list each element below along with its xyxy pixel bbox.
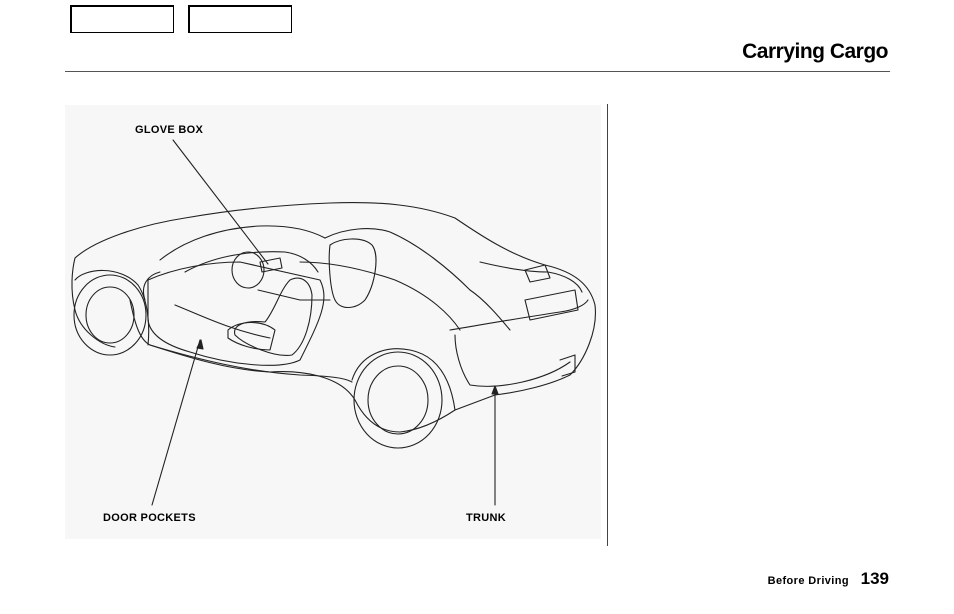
roof-back — [470, 290, 510, 330]
tail-light — [525, 290, 578, 320]
front-wheel-rim — [86, 287, 134, 343]
side-sill — [150, 345, 352, 382]
rear-spoiler — [525, 265, 550, 282]
tail-panel — [455, 335, 570, 386]
driver-seat — [329, 239, 376, 308]
rear-wheel-rim — [368, 366, 428, 434]
passenger-seat — [235, 278, 312, 355]
rear-deck — [480, 262, 582, 292]
label-trunk: TRUNK — [466, 512, 506, 524]
car-body-outline — [75, 203, 595, 432]
trunk-arrow — [492, 386, 498, 394]
rear-wheel-arch — [352, 349, 455, 410]
label-glove-box: GLOVE BOX — [135, 124, 203, 136]
label-door-pockets: DOOR POCKETS — [103, 512, 196, 524]
door-arrow — [197, 340, 203, 349]
footer-section-name: Before Driving — [768, 575, 849, 587]
dashboard — [185, 252, 318, 272]
glove-box-leader — [173, 140, 268, 264]
door-pockets-leader — [152, 340, 200, 505]
trunk-lid — [450, 300, 588, 330]
front-wheel-arch — [75, 270, 149, 345]
page-number: 139 — [861, 569, 889, 589]
steering-wheel — [232, 252, 264, 288]
rear-bumper — [560, 355, 575, 376]
console — [258, 290, 330, 300]
